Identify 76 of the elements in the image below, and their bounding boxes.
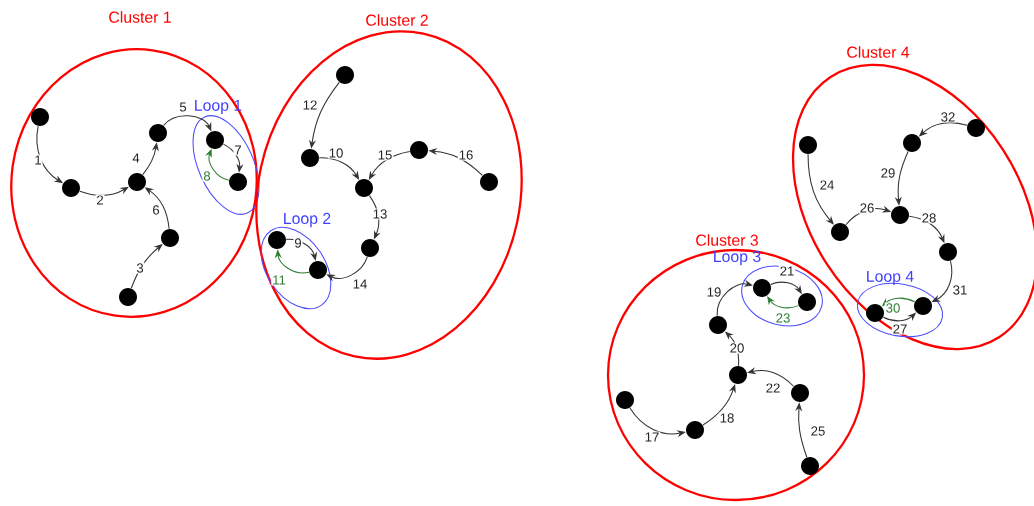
arrow <box>285 238 318 261</box>
arrow <box>807 153 834 225</box>
dot <box>229 173 247 191</box>
dot <box>686 421 704 439</box>
dot <box>161 229 179 247</box>
edge-label: 27 <box>891 323 909 335</box>
node-label: Loop 2 <box>284 212 331 228</box>
edge-label: 17 <box>643 431 661 443</box>
edge-label: 1 <box>33 154 43 166</box>
node-label: Cluster 2 <box>366 14 428 26</box>
edge-label: 15 <box>376 149 394 161</box>
arrow <box>368 151 411 180</box>
dot <box>866 304 884 322</box>
dot <box>903 134 921 152</box>
edge-label: 30 <box>884 302 902 314</box>
edge-label: 16 <box>457 149 475 161</box>
node-label: Loop 3 <box>714 250 761 266</box>
dot <box>268 231 286 249</box>
edge-label: 6 <box>151 204 161 216</box>
node-label: Cluster 3 <box>696 234 758 246</box>
edge-label: 22 <box>764 382 782 394</box>
dot <box>309 261 327 279</box>
edge-label: 3 <box>135 262 145 274</box>
edge-label: 28 <box>920 212 938 224</box>
edge-label: 4 <box>131 152 141 164</box>
edge-label: 2 <box>95 194 105 206</box>
edge-label: 11 <box>271 274 287 286</box>
arrow <box>79 186 129 196</box>
dot <box>967 119 985 137</box>
dot <box>753 279 771 297</box>
edge-label: 24 <box>818 179 836 191</box>
edge-label: 8 <box>202 170 212 182</box>
dot <box>355 179 373 197</box>
dot <box>709 316 727 334</box>
arrow <box>716 279 753 317</box>
edge-label: 5 <box>178 101 188 113</box>
node-label: Loop 4 <box>867 270 914 286</box>
edge-label: 12 <box>301 99 319 111</box>
edge-label: 10 <box>327 147 345 159</box>
dot <box>149 124 167 142</box>
edge-label: 26 <box>858 202 876 214</box>
dot <box>206 131 224 149</box>
dot <box>799 136 817 154</box>
edge-label: 31 <box>951 284 969 296</box>
dot <box>480 173 498 191</box>
dot <box>301 149 319 167</box>
edge-label: 25 <box>809 425 827 437</box>
edge-label: 18 <box>718 412 736 424</box>
dot <box>410 141 428 159</box>
dot <box>119 288 137 306</box>
edge-label: 32 <box>939 111 957 123</box>
dot <box>914 297 932 315</box>
edge-label: 23 <box>774 312 792 324</box>
edge-label: 20 <box>728 342 746 354</box>
dot <box>128 173 146 191</box>
edge-label: 9 <box>293 237 303 249</box>
dot <box>62 179 80 197</box>
edge-label: 7 <box>233 144 243 156</box>
node-label: Cluster 4 <box>847 46 910 58</box>
edge-label: 21 <box>778 265 796 277</box>
dot <box>791 384 809 402</box>
dot <box>798 293 816 311</box>
dot <box>891 206 909 224</box>
dot <box>336 66 354 84</box>
edge-label: 14 <box>351 278 369 290</box>
node-label: Cluster 1 <box>109 11 171 23</box>
edge-label: 13 <box>371 208 389 220</box>
dot <box>31 108 49 126</box>
edge-label: 19 <box>705 286 723 298</box>
dot <box>361 239 379 257</box>
dot <box>801 457 819 475</box>
dot <box>939 243 957 261</box>
dot <box>729 366 747 384</box>
dot <box>831 223 849 241</box>
edge-label: 29 <box>879 167 897 179</box>
dot <box>616 391 634 409</box>
